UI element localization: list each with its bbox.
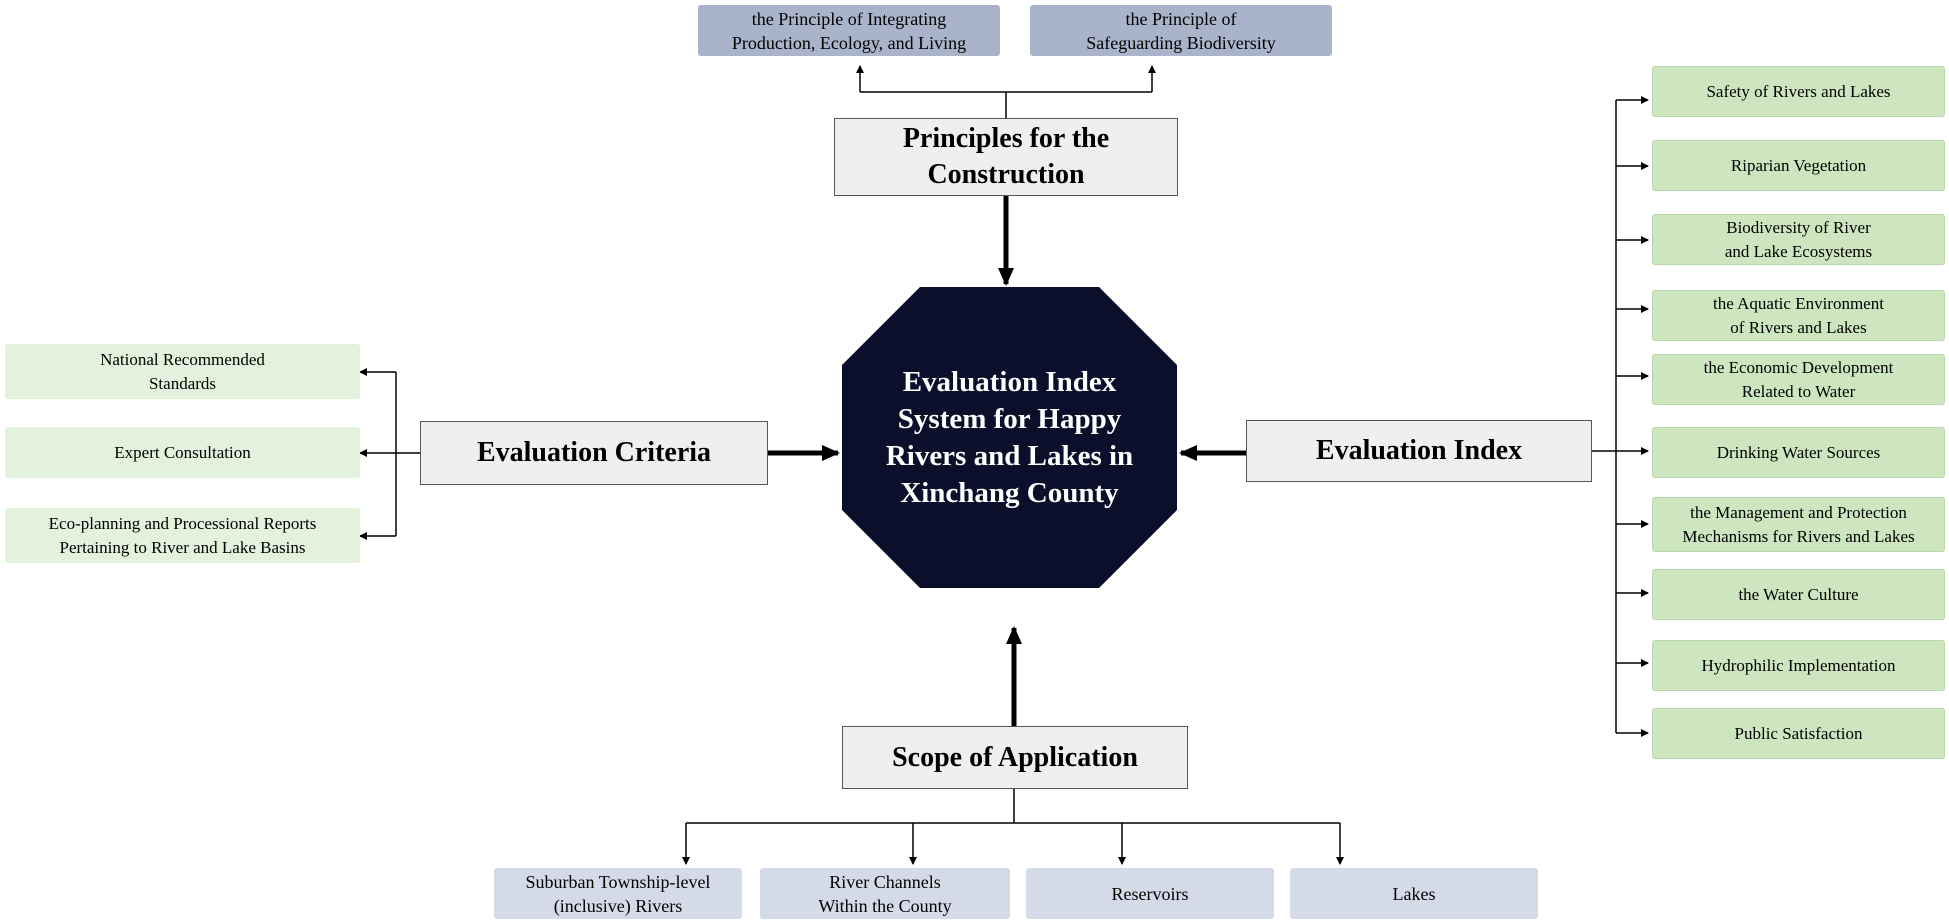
scope-box: Scope of Application bbox=[842, 726, 1188, 789]
index-item-line: Safety of Rivers and Lakes bbox=[1706, 81, 1891, 101]
index-item-management-protection: the Management and Protection Mechanisms… bbox=[1652, 497, 1945, 552]
scope-title: Scope of Application bbox=[892, 741, 1138, 773]
scope-item-river-channels: River Channels Within the County bbox=[760, 868, 1010, 919]
index-item-aquatic-environment: the Aquatic Environment of Rivers and La… bbox=[1652, 290, 1945, 341]
scope-item-line: Suburban Township-level bbox=[525, 871, 711, 892]
center-title: Evaluation Index System for Happy Rivers… bbox=[842, 285, 1177, 590]
scope-item-line: Within the County bbox=[818, 895, 952, 916]
center-title-line: System for Happy bbox=[897, 402, 1122, 435]
principles-connectors bbox=[856, 65, 1156, 118]
criteria-item-line: Expert Consultation bbox=[114, 442, 251, 462]
criteria-item-expert-consultation: Expert Consultation bbox=[5, 427, 360, 478]
index-item-drinking-water: Drinking Water Sources bbox=[1652, 427, 1945, 478]
principles-title-line: Principles for the bbox=[902, 123, 1110, 154]
scope-item-lakes: Lakes bbox=[1290, 868, 1538, 919]
criteria-item-line: Pertaining to River and Lake Basins bbox=[59, 537, 306, 557]
index-title: Evaluation Index bbox=[1315, 435, 1523, 466]
criteria-item-eco-planning-reports: Eco-planning and Processional Reports Pe… bbox=[5, 508, 360, 563]
principle-line: Production, Ecology, and Living bbox=[731, 32, 967, 53]
scope-item-line: (inclusive) Rivers bbox=[553, 895, 683, 916]
index-item-line: Biodiversity of River bbox=[1726, 217, 1871, 237]
index-connectors bbox=[1592, 96, 1649, 737]
principles-box: Principles for the Construction bbox=[834, 118, 1178, 196]
index-item-public-satisfaction: Public Satisfaction bbox=[1652, 708, 1945, 759]
index-item-biodiversity: Biodiversity of River and Lake Ecosystem… bbox=[1652, 214, 1945, 265]
center-title-line: Evaluation Index bbox=[902, 365, 1117, 398]
scope-item-township-rivers: Suburban Township-level (inclusive) Rive… bbox=[494, 868, 742, 919]
scope-item-line: Lakes bbox=[1392, 883, 1436, 904]
index-item-line: the Water Culture bbox=[1738, 584, 1859, 604]
criteria-item-line: Standards bbox=[148, 373, 217, 393]
index-item-line: the Management and Protection bbox=[1690, 502, 1907, 522]
index-item-safety: Safety of Rivers and Lakes bbox=[1652, 66, 1945, 117]
principle-line: Safeguarding Biodiversity bbox=[1086, 32, 1276, 53]
criteria-title: Evaluation Criteria bbox=[476, 437, 712, 468]
criteria-connectors bbox=[359, 368, 420, 540]
principle-line: the Principle of bbox=[1125, 8, 1237, 29]
index-item-line: Riparian Vegetation bbox=[1730, 155, 1867, 175]
index-item-line: the Aquatic Environment bbox=[1713, 293, 1884, 313]
index-item-line: and Lake Ecosystems bbox=[1724, 241, 1873, 261]
index-item-line: Drinking Water Sources bbox=[1716, 442, 1881, 462]
index-item-hydrophilic: Hydrophilic Implementation bbox=[1652, 640, 1945, 691]
index-item-riparian-vegetation: Riparian Vegetation bbox=[1652, 140, 1945, 191]
index-item-economic-development: the Economic Development Related to Wate… bbox=[1652, 354, 1945, 405]
index-item-line: Related to Water bbox=[1741, 381, 1856, 401]
scope-item-reservoirs: Reservoirs bbox=[1026, 868, 1274, 919]
center-octagon bbox=[842, 287, 1177, 588]
criteria-item-national-standards: National Recommended Standards bbox=[5, 344, 360, 399]
principle-biodiversity: the Principle of Safeguarding Biodiversi… bbox=[1030, 5, 1332, 56]
principle-line: the Principle of Integrating bbox=[751, 8, 947, 29]
criteria-item-line: National Recommended bbox=[100, 349, 265, 369]
index-item-line: Hydrophilic Implementation bbox=[1701, 655, 1896, 675]
principle-integrating: the Principle of Integrating Production,… bbox=[698, 5, 1000, 56]
index-item-line: Public Satisfaction bbox=[1734, 723, 1863, 743]
index-item-line: of Rivers and Lakes bbox=[1730, 317, 1867, 337]
index-box: Evaluation Index bbox=[1246, 420, 1592, 482]
criteria-box: Evaluation Criteria bbox=[420, 421, 768, 485]
index-item-line: Mechanisms for Rivers and Lakes bbox=[1682, 526, 1915, 546]
index-item-line: the Economic Development bbox=[1703, 357, 1894, 377]
principles-title-line: Construction bbox=[927, 159, 1085, 190]
scope-item-line: River Channels bbox=[829, 871, 941, 892]
index-item-water-culture: the Water Culture bbox=[1652, 569, 1945, 620]
scope-item-line: Reservoirs bbox=[1111, 883, 1189, 904]
criteria-item-line: Eco-planning and Processional Reports bbox=[48, 513, 317, 533]
center-title-line: Xinchang County bbox=[900, 476, 1119, 509]
center-title-line: Rivers and Lakes in bbox=[885, 439, 1134, 472]
scope-connectors bbox=[682, 789, 1344, 865]
